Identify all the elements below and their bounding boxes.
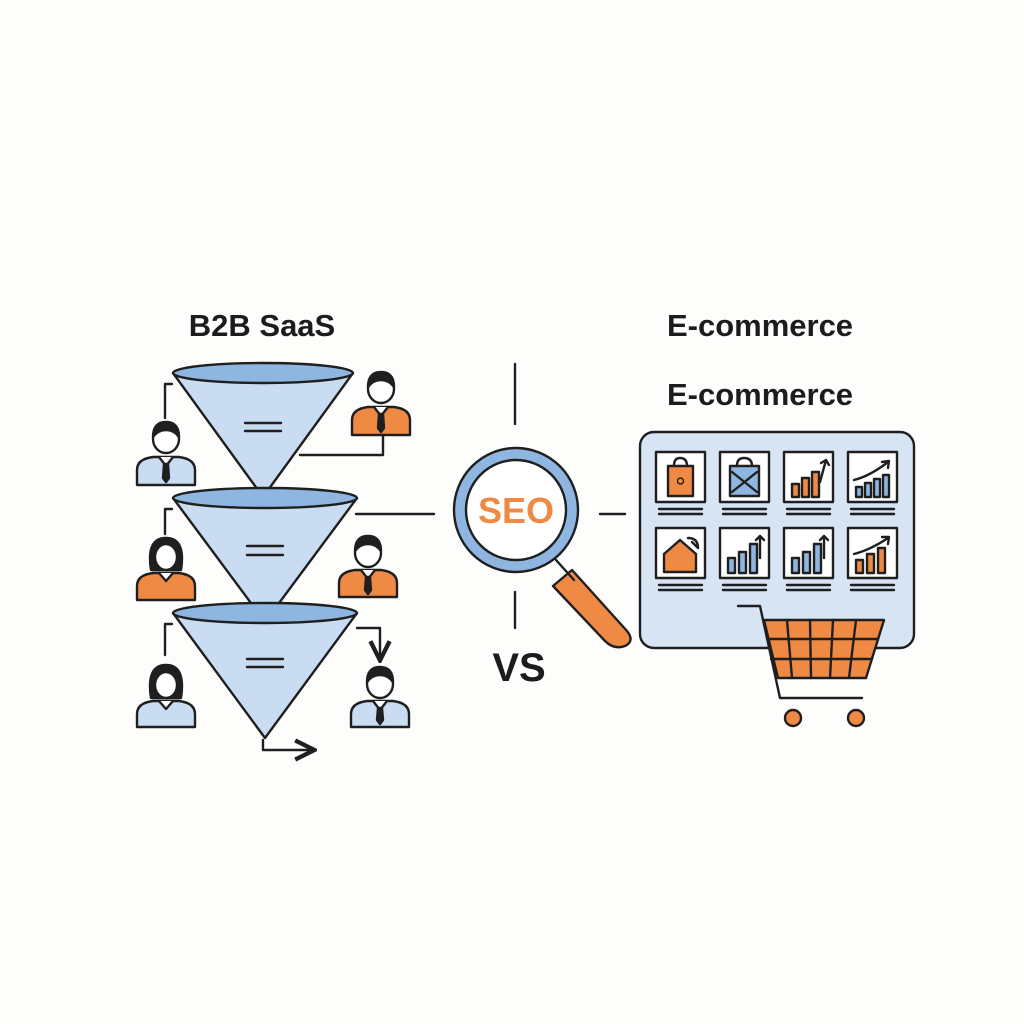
product-card-icon bbox=[654, 526, 707, 592]
product-card-icon bbox=[846, 450, 899, 516]
product-card-icon bbox=[654, 450, 707, 516]
left-title: B2B SaaS bbox=[189, 308, 335, 343]
funnel-icon bbox=[171, 361, 355, 499]
vs-label: VS bbox=[492, 646, 545, 690]
person-icon bbox=[135, 536, 197, 602]
shopping-cart-icon bbox=[736, 604, 886, 728]
product-grid-panel bbox=[638, 430, 916, 650]
product-card-icon bbox=[782, 450, 835, 516]
funnel-icon bbox=[171, 601, 359, 740]
funnel-stack bbox=[171, 361, 359, 740]
person-icon bbox=[135, 420, 197, 487]
product-card-icon bbox=[718, 526, 771, 592]
person-icon bbox=[349, 665, 411, 729]
funnel-connectors bbox=[163, 362, 627, 750]
magnifier-icon: SEO bbox=[452, 446, 632, 649]
funnel-icon bbox=[171, 486, 359, 624]
person-icon bbox=[135, 663, 197, 729]
product-card-icon bbox=[782, 526, 835, 592]
person-icon bbox=[337, 534, 399, 599]
seo-badge: SEO bbox=[478, 490, 554, 531]
product-card-icon bbox=[718, 450, 771, 516]
product-card-icon bbox=[846, 526, 899, 592]
person-icon bbox=[350, 370, 412, 437]
right-title-primary: E-commerce bbox=[667, 308, 853, 343]
right-title-secondary: E-commerce bbox=[667, 377, 853, 412]
